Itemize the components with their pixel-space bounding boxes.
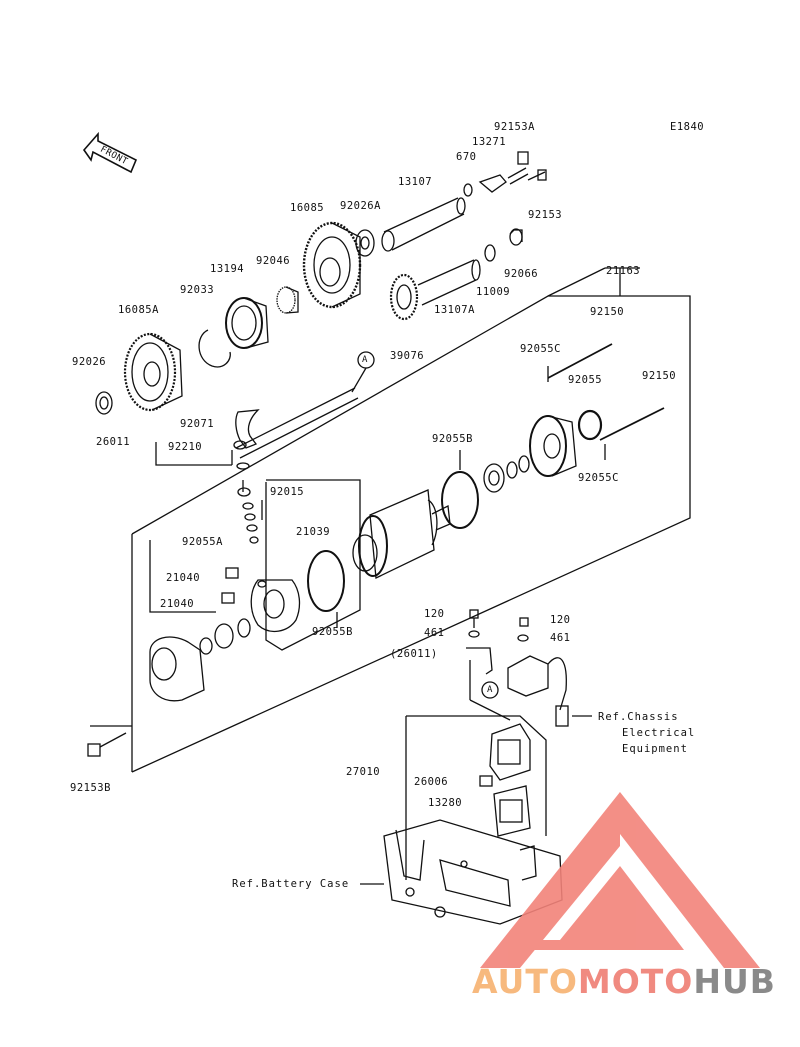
washer bbox=[199, 637, 213, 655]
bolt-92150-upper bbox=[547, 343, 613, 379]
bearing bbox=[483, 463, 505, 493]
part-label: 39076 bbox=[390, 350, 425, 362]
cable-26011 bbox=[233, 387, 359, 470]
ref-chassis-line3: Equipment bbox=[622, 743, 688, 755]
bolt-92153 bbox=[527, 169, 547, 181]
washer-stack-92055a bbox=[237, 487, 259, 544]
part-label: 670 bbox=[456, 151, 477, 163]
clutch-13194 bbox=[225, 297, 269, 349]
brush-21040-upper bbox=[225, 567, 239, 579]
watermark-auto: AUTO bbox=[472, 962, 578, 1001]
part-label: 92026A bbox=[340, 200, 381, 212]
lead-26011b bbox=[466, 647, 493, 675]
fuse-26006 bbox=[479, 775, 493, 787]
bushing-92066 bbox=[509, 228, 523, 246]
part-label: 92066 bbox=[504, 268, 539, 280]
snap-ring-92033 bbox=[198, 329, 231, 368]
part-label: 92026 bbox=[72, 356, 107, 368]
part-label: 16085 bbox=[290, 202, 325, 214]
part-label: 461 bbox=[424, 627, 445, 639]
part-label: 92055C bbox=[578, 472, 619, 484]
watermark-text: AUTOMOTOHUB bbox=[472, 962, 776, 1001]
gear-16085a bbox=[123, 332, 183, 412]
ref-chassis-line1: Ref.Chassis bbox=[598, 711, 679, 723]
part-label: 26006 bbox=[414, 776, 449, 788]
shaft-13107 bbox=[381, 197, 466, 252]
part-label: 26011 bbox=[96, 436, 131, 448]
part-label: 92071 bbox=[180, 418, 215, 430]
part-label: 92153A bbox=[494, 121, 535, 133]
oring-92055 bbox=[577, 409, 603, 441]
ref-battery-case: Ref.Battery Case bbox=[232, 878, 350, 890]
part-label: 120 bbox=[424, 608, 445, 620]
washer-92026a bbox=[355, 229, 375, 257]
starter-motor-yoke bbox=[352, 489, 451, 579]
bolt-92153b bbox=[87, 732, 127, 757]
part-label: 92055C bbox=[520, 343, 561, 355]
part-label: 13107A bbox=[434, 304, 475, 316]
ref-a-label: A bbox=[362, 355, 368, 365]
gear-16085 bbox=[302, 221, 362, 309]
bolt-92150-lower bbox=[599, 407, 665, 441]
part-label: 92015 bbox=[270, 486, 305, 498]
part-label: 92153B bbox=[70, 782, 111, 794]
oring-670 bbox=[463, 183, 473, 197]
washer-11009 bbox=[484, 244, 496, 262]
gear-shaft-13107a bbox=[389, 259, 481, 321]
plate-13271 bbox=[478, 174, 507, 193]
part-label: 13194 bbox=[210, 263, 245, 275]
oring-92055b-right bbox=[441, 471, 479, 529]
part-label: 92055A bbox=[182, 536, 223, 548]
part-label: 92150 bbox=[642, 370, 677, 382]
part-label: 16085A bbox=[118, 304, 159, 316]
watermark-hub: HUB bbox=[693, 962, 776, 1001]
relay-13280 bbox=[493, 785, 531, 837]
part-label: 13107 bbox=[398, 176, 433, 188]
automotohub-logo-icon bbox=[480, 792, 760, 968]
bolt-92153a bbox=[507, 151, 529, 185]
part-label: 92055B bbox=[312, 626, 353, 638]
part-label: 21040 bbox=[166, 572, 201, 584]
part-label: 120 bbox=[550, 614, 571, 626]
part-label: 21039 bbox=[296, 526, 331, 538]
front-cover bbox=[149, 636, 205, 702]
ref-a-label-2: A bbox=[487, 685, 493, 695]
bolt-120-right bbox=[519, 617, 529, 627]
ref-chassis-line2: Electrical bbox=[622, 727, 696, 739]
bearing-92046 bbox=[276, 286, 299, 314]
diagram-code: E1840 bbox=[670, 121, 705, 133]
part-label: 92055 bbox=[568, 374, 603, 386]
part-label: 92046 bbox=[256, 255, 291, 267]
washer-92026 bbox=[95, 391, 113, 415]
part-label: 11009 bbox=[476, 286, 511, 298]
part-label: 461 bbox=[550, 632, 571, 644]
relay-27010 bbox=[489, 723, 531, 781]
part-label: 13271 bbox=[472, 136, 507, 148]
part-label: 92210 bbox=[168, 441, 203, 453]
part-label: 92033 bbox=[180, 284, 215, 296]
oring-92055b-left bbox=[307, 550, 345, 612]
watermark-moto: MOTO bbox=[577, 962, 694, 1001]
part-label: 21163 bbox=[606, 265, 641, 277]
bolt-120-left bbox=[469, 609, 479, 628]
part-label: 13280 bbox=[428, 797, 463, 809]
end-cover bbox=[529, 415, 577, 477]
brush-plate-21039 bbox=[250, 579, 301, 633]
brush-21040-lower bbox=[221, 592, 235, 604]
front-arrow-icon bbox=[82, 131, 138, 174]
part-label: 92153 bbox=[528, 209, 563, 221]
assembly-boundary bbox=[131, 295, 691, 773]
part-label: (26011) bbox=[390, 648, 438, 660]
part-label: 92150 bbox=[590, 306, 625, 318]
part-label: 92055B bbox=[432, 433, 473, 445]
part-label: 21040 bbox=[160, 598, 195, 610]
connector bbox=[507, 655, 569, 727]
part-label: 27010 bbox=[346, 766, 381, 778]
